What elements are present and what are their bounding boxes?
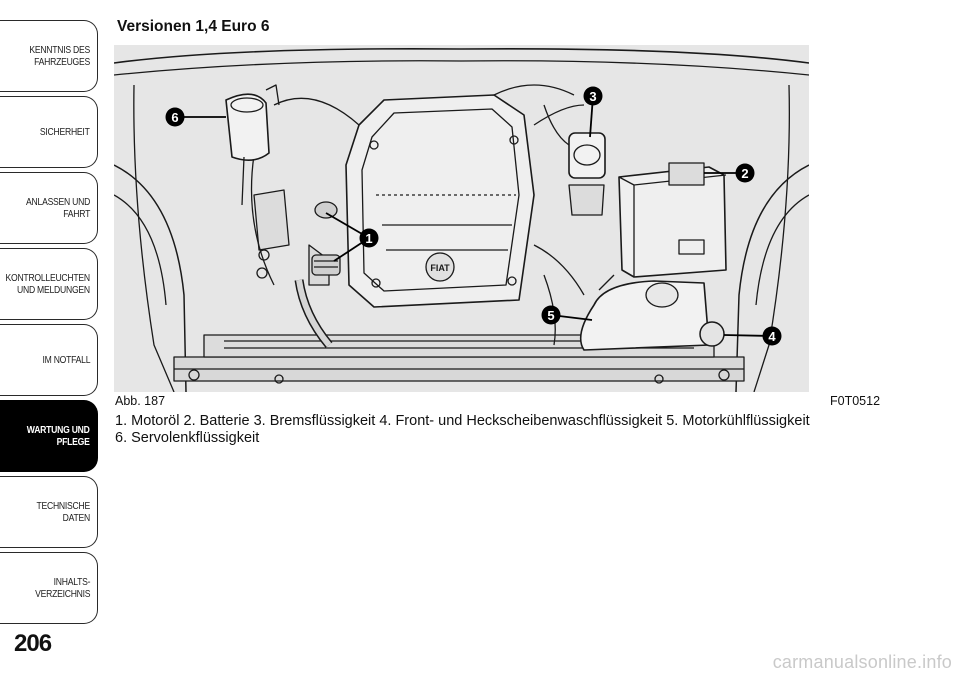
tab-technische-daten[interactable]: TECHNISCHE DATEN [0, 476, 98, 548]
tab-anlassen-und-fahrt[interactable]: ANLASSEN UND FAHRT [0, 172, 98, 244]
tab-label: KENNTNIS DES FAHRZEUGES [29, 44, 90, 68]
figure-number: Abb. 187 [115, 394, 166, 408]
tab-label: SICHERHEIT [40, 126, 90, 138]
tab-label: IM NOTFALL [42, 354, 90, 366]
page-number: 206 [14, 630, 52, 657]
caption-line-2: 6. Servolenkflüssigkeit [115, 430, 260, 446]
caption-line-1: 1. Motoröl 2. Batterie 3. Bremsflüssigke… [115, 413, 810, 429]
callout-3: 3 [583, 86, 603, 106]
callout-4: 4 [762, 326, 782, 346]
callout-1-label: 1 [365, 231, 372, 246]
tab-im-notfall[interactable]: IM NOTFALL [0, 324, 98, 396]
watermark-text: carmanualsonline.info [772, 652, 952, 672]
tab-label: ANLASSEN UND FAHRT [25, 196, 90, 220]
callout-5: 5 [541, 305, 561, 325]
callout-3-label: 3 [589, 89, 596, 104]
tab-wartung-und-pflege[interactable]: WARTUNG UND PFLEGE [0, 400, 98, 472]
tab-sicherheit[interactable]: SICHERHEIT [0, 96, 98, 168]
callout-2: 2 [735, 163, 755, 183]
figure-caption: 1. Motoröl 2. Batterie 3. Bremsflüssigke… [115, 413, 895, 447]
fiat-badge-text: FIAT [430, 263, 450, 273]
tab-label: WARTUNG UND PFLEGE [27, 424, 90, 448]
callout-4-label: 4 [768, 329, 776, 344]
figure-code: F0T0512 [830, 394, 881, 408]
callout-5-label: 5 [547, 308, 554, 323]
tab-label: TECHNISCHE DATEN [36, 500, 90, 524]
callout-1: 1 [359, 228, 379, 248]
engine-bay-illustration: FIAT [114, 45, 809, 392]
tab-kenntnis-des-fahrzeuges[interactable]: KENNTNIS DES FAHRZEUGES [0, 20, 98, 92]
section-title: Versionen 1,4 Euro 6 [117, 18, 270, 35]
tab-kontrolleuchten[interactable]: KONTROLLEUCHTEN UND MELDUNGEN [0, 248, 98, 320]
callout-2-label: 2 [741, 166, 748, 181]
tab-label: KONTROLLEUCHTEN UND MELDUNGEN [5, 272, 91, 296]
tab-inhaltsverzeichnis[interactable]: INHALTS- VERZEICHNIS [0, 552, 98, 624]
callout-6: 6 [165, 107, 185, 127]
callout-6-label: 6 [171, 110, 178, 125]
tab-label: INHALTS- VERZEICHNIS [34, 576, 90, 600]
engine-bay-drawing: FIAT [114, 47, 809, 392]
